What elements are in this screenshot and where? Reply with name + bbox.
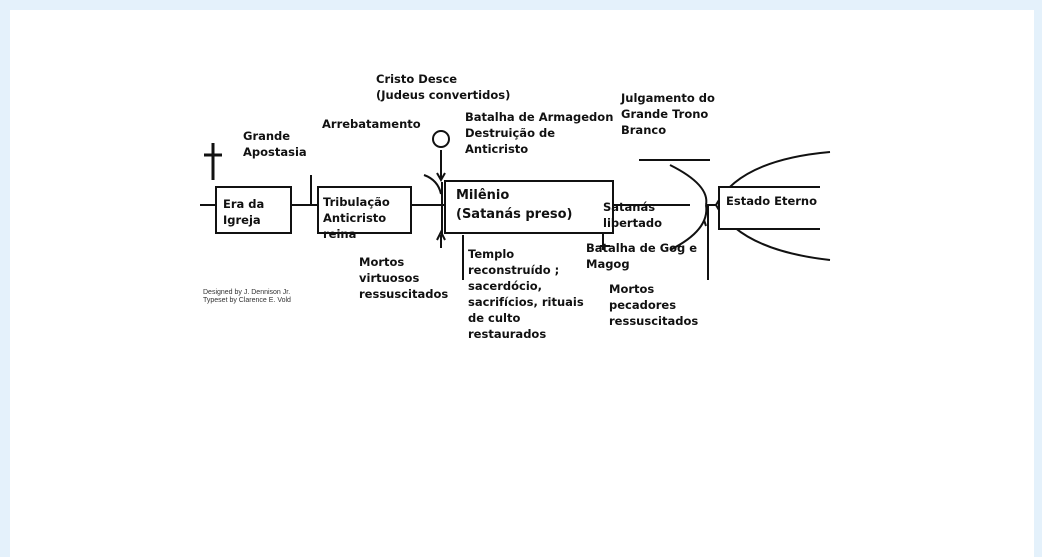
eternal-curve-lower xyxy=(669,204,708,251)
arrebatamento-label: Arrebatamento xyxy=(322,117,421,131)
tribulacao-box xyxy=(317,186,412,234)
cristo-arrowhead-lower xyxy=(436,229,446,241)
satanas-libertado-label: Satanás libertado xyxy=(603,200,662,230)
estado-eterno-label: Estado Eterno xyxy=(726,194,818,208)
mortos-virtuosos-label: Mortos virtuosos ressuscitados xyxy=(359,255,449,301)
eternal-small-tick xyxy=(703,219,707,227)
arrebatamento-arrowhead xyxy=(436,172,446,183)
era-igreja-label: Era da Igreja xyxy=(223,197,265,227)
tribulacao-label: Tribulação Anticristo reina xyxy=(323,195,390,241)
credit-typeset: Typeset by Clarence E. Vold xyxy=(203,297,291,304)
milenio-label: Milênio (Satanás preso) xyxy=(456,188,573,222)
grande-apostasia-label: Grande Apostasia xyxy=(243,129,307,159)
cristo-circle-icon xyxy=(432,130,450,148)
templo-label: Templo reconstruído ; sacerdócio, sacrif… xyxy=(468,247,584,341)
eternal-curve-upper xyxy=(669,164,708,206)
gog-label: Batalha de Gog e Magog xyxy=(586,241,698,271)
cristo-desce-label: Cristo Desce (Judeus convertidos) xyxy=(376,72,511,102)
milenio-box xyxy=(444,180,614,234)
cross-icon xyxy=(204,143,222,180)
credits: Designed by J. Dennison Jr. Typeset by C… xyxy=(203,289,291,305)
julgamento-label: Julgamento do Grande Trono Branco xyxy=(621,91,715,137)
credit-designed: Designed by J. Dennison Jr. xyxy=(203,289,291,296)
mortos-pecadores-label: Mortos pecadores ressuscitados xyxy=(609,282,699,328)
armagedon-label: Batalha de Armagedon Destruição de Antic… xyxy=(465,110,614,156)
page: Grande Apostasia Era da Igreja Tribulaçã… xyxy=(10,10,1034,557)
arrebatamento-curve xyxy=(423,174,442,195)
era-igreja-box xyxy=(215,186,292,234)
estado-eterno-box xyxy=(718,186,820,230)
